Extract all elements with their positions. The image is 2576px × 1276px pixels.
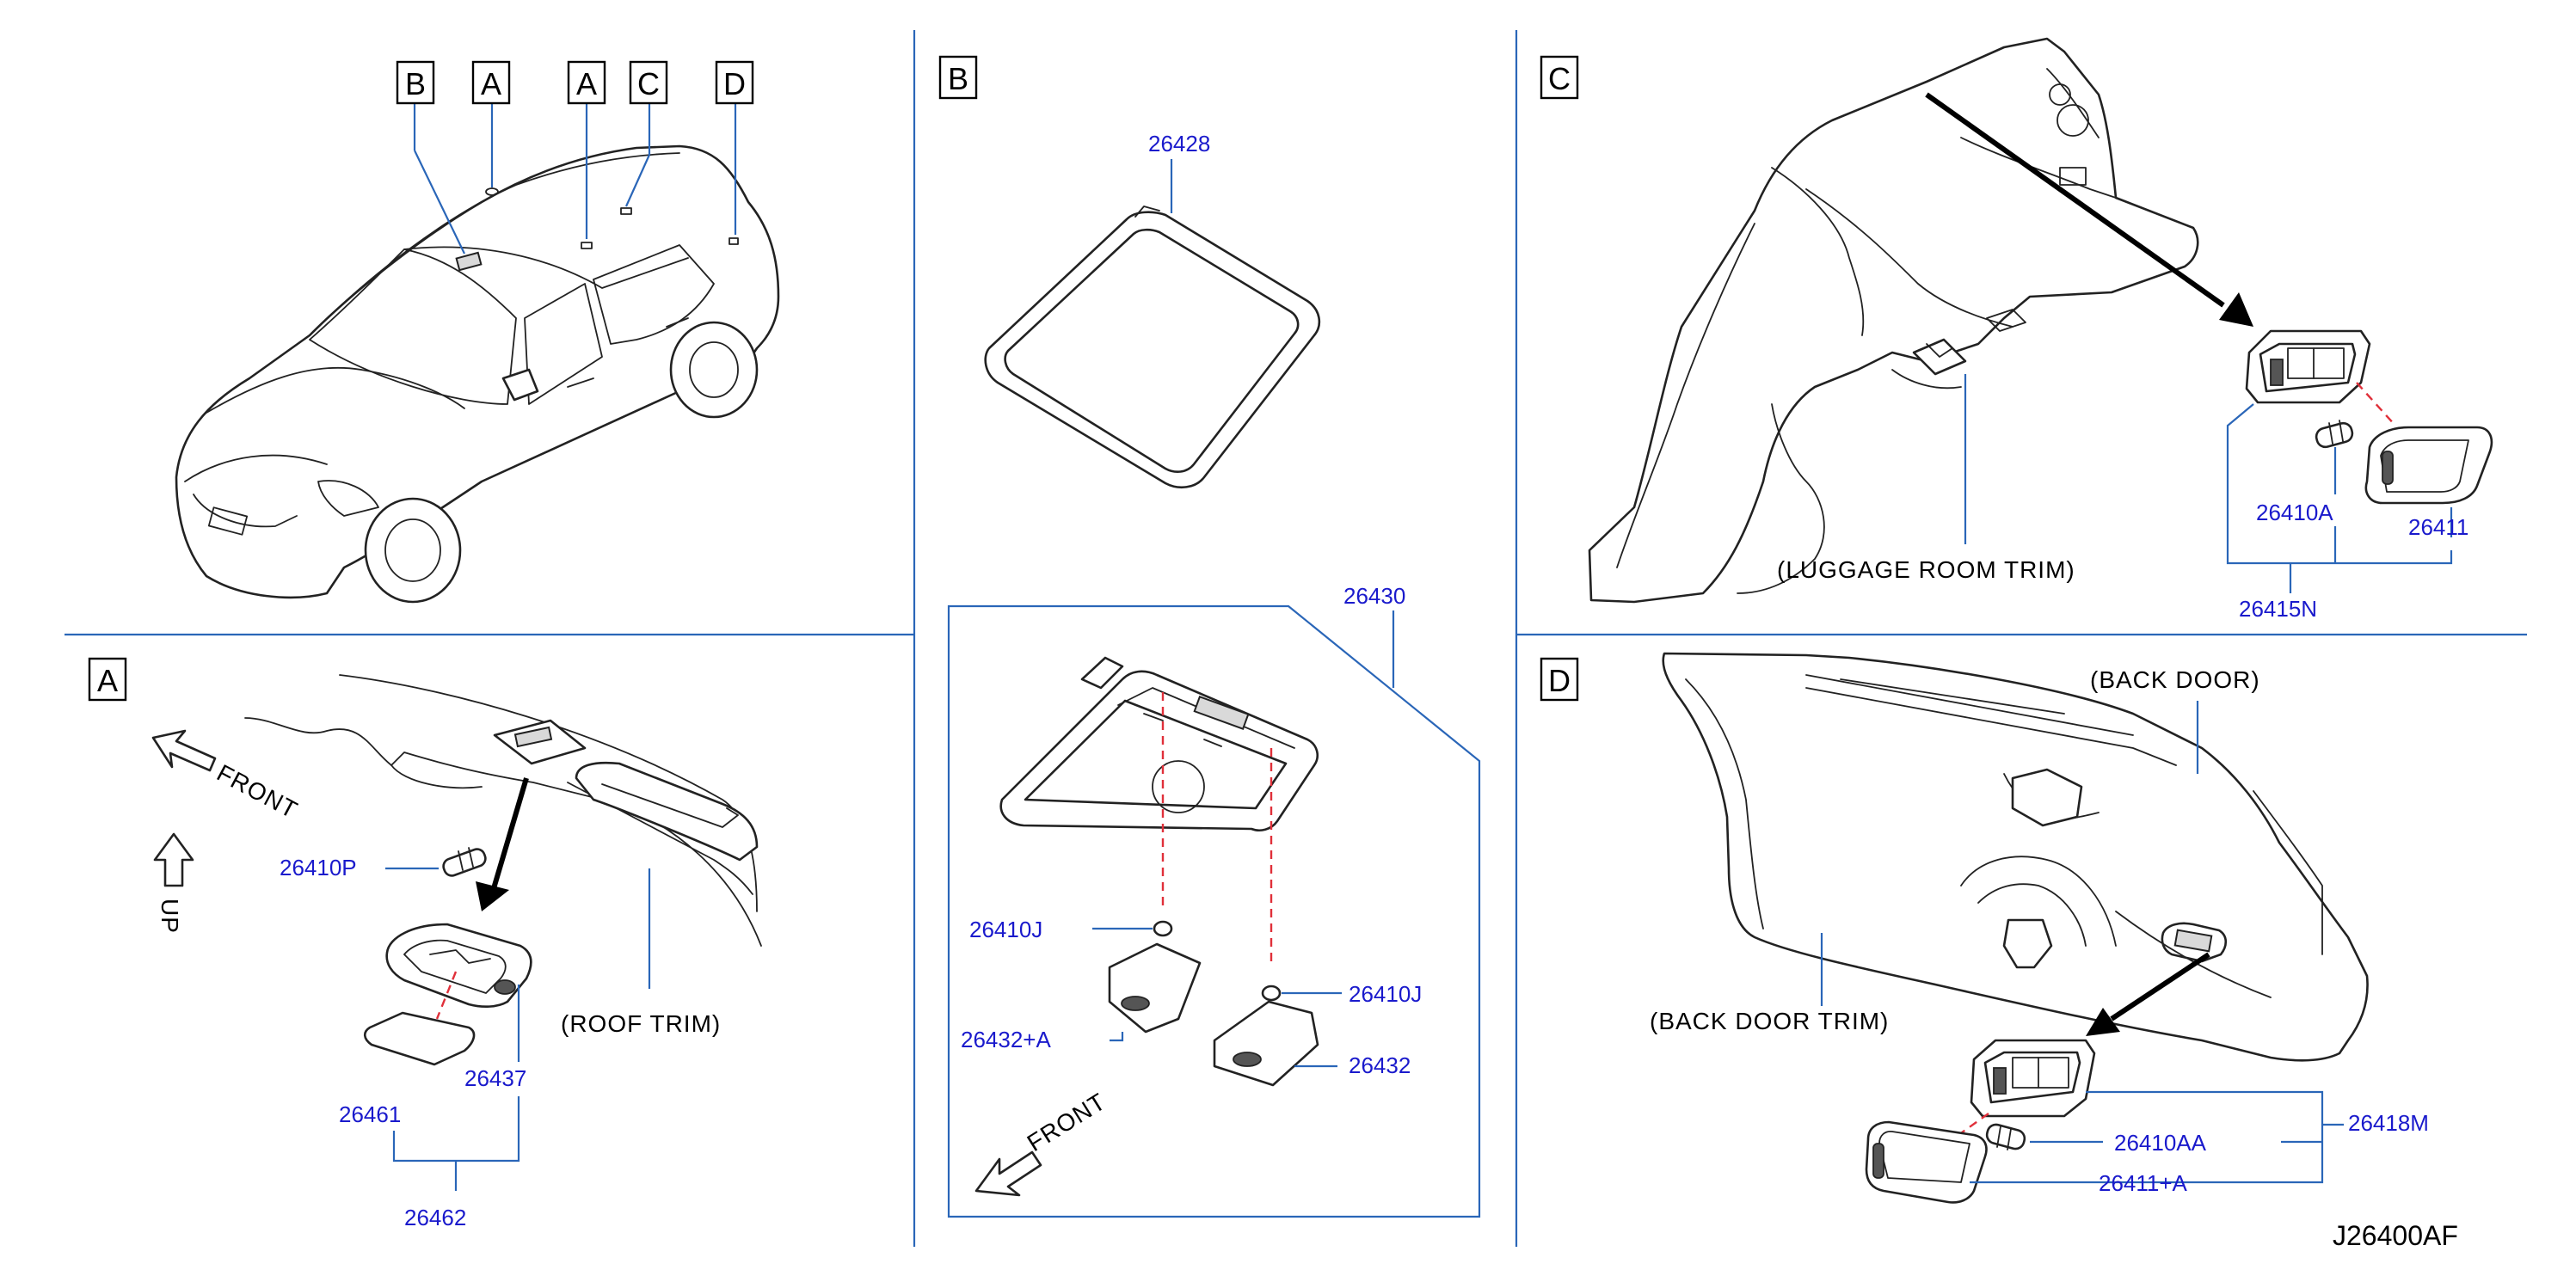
panel-d: D (BACK DOOR) (BACK DOOR TRIM) <box>1540 652 2429 1204</box>
part-26411-label: 26411 <box>2408 514 2468 540</box>
bulb-26410AA <box>1985 1123 2026 1150</box>
callout-c-label: C <box>637 66 660 101</box>
luggage-trim-label: (LUGGAGE ROOM TRIM) <box>1777 556 2075 583</box>
callout-d-label: D <box>723 66 746 101</box>
callout-a-box-1: A <box>471 60 511 105</box>
part-26462-label: 26462 <box>404 1205 466 1230</box>
up-arrow-icon: UP <box>153 832 194 934</box>
bulb-26410J-right <box>1261 985 1282 1002</box>
lens-26432A <box>1108 942 1202 1034</box>
back-door: (BACK DOOR) (BACK DOOR TRIM) <box>1650 652 2369 1062</box>
vehicle-callout-leaders <box>413 103 737 255</box>
install-arrow-c <box>1925 92 2225 308</box>
callout-a-label: A <box>481 66 501 101</box>
front-label-b: FRONT <box>1023 1088 1110 1156</box>
part-26410AA-label: 26410AA <box>2114 1130 2207 1156</box>
bulb-26410J-left <box>1153 920 1173 937</box>
roof-trim-label: (ROOF TRIM) <box>561 1010 721 1037</box>
up-label-a: UP <box>157 899 183 934</box>
back-door-trim-label: (BACK DOOR TRIM) <box>1650 1008 1889 1034</box>
front-label-a: FRONT <box>212 759 302 824</box>
callout-a-label: A <box>576 66 597 101</box>
callout-b-label: B <box>405 66 426 101</box>
panel-b-label: B <box>948 61 968 96</box>
roof-trim: (ROOF TRIM) <box>244 674 762 1037</box>
arrow-head <box>2219 292 2253 327</box>
part-26411A-label: 26411+A <box>2099 1170 2188 1196</box>
part-26415N-label: 26415N <box>2239 596 2317 622</box>
back-door-label: (BACK DOOR) <box>2090 666 2260 693</box>
install-arrow-d <box>2110 952 2210 1021</box>
section-dividers <box>65 30 2527 1247</box>
callout-a-box-2: A <box>567 60 606 105</box>
panel-a-label: A <box>97 663 118 698</box>
lamp-housing-26418M <box>1970 1039 2096 1118</box>
part-26432-label: 26432 <box>1349 1052 1411 1078</box>
frame-26428: 26428 <box>984 131 1321 489</box>
lens-26411 <box>2364 426 2493 505</box>
lens-26432 <box>1213 1000 1319 1087</box>
part-26410A-label: 26410A <box>2256 500 2333 525</box>
lens-26411A <box>1865 1120 1988 1204</box>
panel-c-label: C <box>1548 61 1571 96</box>
part-26410P-label: 26410P <box>280 855 357 880</box>
assembly-26430-outline <box>947 604 1481 1218</box>
panel-a: A FRONT UP (ROOF TRIM) <box>88 657 762 1230</box>
front-arrow-icon: FRONT <box>151 729 302 824</box>
lamp-housing-26437 <box>385 923 532 1008</box>
lens-26461 <box>363 1011 476 1066</box>
callout-d-box: D <box>715 60 754 105</box>
bulb-26410P: 26410P <box>280 847 487 880</box>
map-lamp-assembly <box>999 656 1319 831</box>
part-26410J-label: 26410J <box>1349 981 1422 1007</box>
part-26428-label: 26428 <box>1148 131 1210 156</box>
callout-c-box: C <box>629 60 668 105</box>
part-26432A-label: 26432+A <box>961 1027 1051 1052</box>
part-26430-label: 26430 <box>1343 583 1405 609</box>
panel-c: C (LUGGAGE ROOM TRIM) <box>1540 37 2493 622</box>
arrow-head <box>2086 1008 2120 1036</box>
front-arrow-icon: FRONT <box>974 1088 1110 1197</box>
panel-b: B 26428 26430 26410J <box>938 55 1481 1218</box>
part-26410J-label: 26410J <box>969 917 1042 942</box>
part-26461-label: 26461 <box>339 1101 401 1127</box>
luggage-room-trim: (LUGGAGE ROOM TRIM) <box>1588 37 2199 604</box>
part-26437-label: 26437 <box>464 1065 526 1091</box>
callout-b-box: B <box>396 60 435 105</box>
vehicle-overview <box>175 144 780 604</box>
bulb-26410A <box>2315 420 2354 449</box>
arrow-head <box>476 881 509 911</box>
part-26418M-label: 26418M <box>2348 1110 2429 1136</box>
diagram-reference-code: J26400AF <box>2333 1220 2458 1251</box>
install-arrow-a <box>489 777 529 895</box>
panel-d-label: D <box>1548 663 1571 698</box>
lamp-housing-26415N <box>2245 329 2371 404</box>
